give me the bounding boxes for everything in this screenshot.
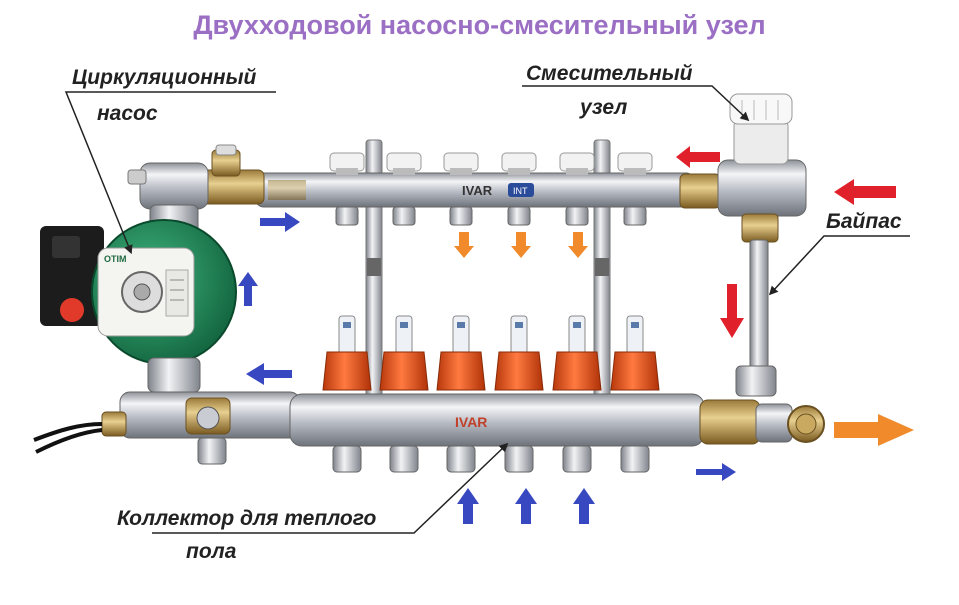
return-brand-text: IVAR [455, 414, 487, 430]
collector-label-line2: пола [186, 540, 237, 563]
leader-pump [64, 91, 276, 255]
hot-arrow-inlet-top [676, 146, 720, 168]
warm-arrow-outlet-2 [511, 232, 531, 258]
cold-arrow-bottom-right [696, 463, 736, 481]
circulation-pump: OTIM [40, 219, 237, 365]
cold-arrow-inlet-2 [515, 488, 537, 524]
cold-arrow-inlet-3 [573, 488, 595, 524]
leader-collector [152, 442, 509, 534]
collector-label-line1: Коллектор для теплого [117, 507, 377, 530]
supply-manifold: IVAR INT [254, 152, 696, 226]
warm-arrow-outlet-right [834, 414, 914, 446]
warm-arrow-outlet-3 [568, 232, 588, 258]
hot-arrow-down-bypass [720, 284, 744, 338]
supply-badge [508, 183, 534, 197]
pump-label-line1: Циркуляционный [72, 66, 257, 89]
cold-arrow-pump-up [238, 272, 258, 306]
mixer-label-line1: Смесительный [526, 62, 693, 85]
hot-arrow-bypass-inlet [834, 179, 896, 205]
bypass-label: Байпас [826, 210, 902, 233]
supply-brand-text: IVAR [462, 183, 493, 198]
mixer-label-line2: узел [580, 96, 628, 119]
thermostatic-head [733, 119, 789, 165]
return-outlets [332, 445, 650, 473]
cold-arrow-supply-right [260, 212, 300, 232]
cold-arrow-inlet-1 [457, 488, 479, 524]
pump-return-pipe [33, 357, 301, 465]
return-manifold: IVAR [289, 315, 705, 473]
cold-arrow-return-left [246, 363, 292, 385]
balancing-valves [322, 351, 660, 391]
leader-mixer [522, 85, 750, 122]
mixing-unit [679, 93, 825, 445]
warm-arrow-outlet-1 [454, 232, 474, 258]
bypass-pipe [749, 239, 769, 371]
pump-brand-text: OTIM [104, 254, 127, 264]
page-title: Двухходовой насосно-смесительный узел [193, 10, 766, 40]
supply-badge-text: INT [513, 186, 528, 196]
pump-label-line2: насос [97, 102, 158, 125]
pump-red-knob [60, 298, 84, 322]
supply-valve-caps [329, 152, 653, 175]
supply-outlets [335, 206, 647, 226]
leader-bypass [768, 235, 910, 296]
flow-arrows [238, 146, 914, 524]
leader-lines [64, 85, 910, 534]
